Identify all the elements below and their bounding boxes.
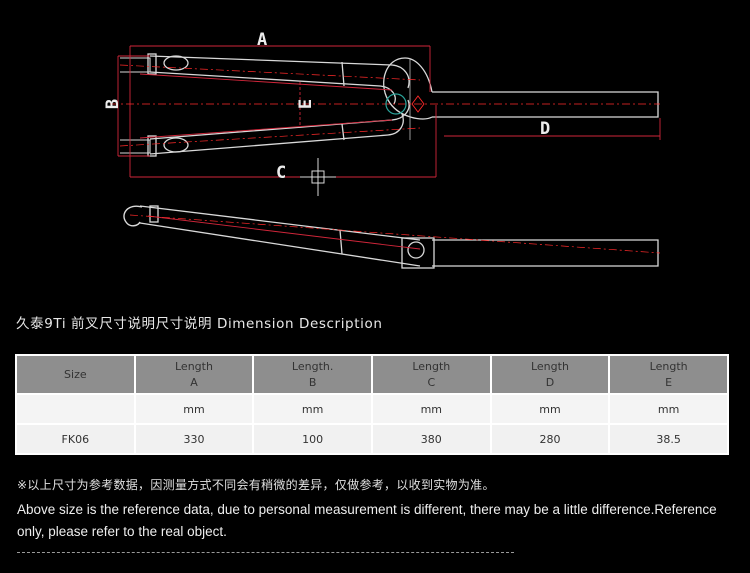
table-row-fk06: FK06 330 100 380 280 38.5	[17, 425, 727, 453]
fork-blade-lower	[149, 99, 410, 140]
label-e: E	[296, 99, 316, 109]
dimension-heading: 久泰9Ti 前叉尺寸说明尺寸说明 Dimension Description	[16, 316, 383, 332]
label-a: A	[257, 30, 267, 50]
table-cell: mm	[372, 395, 490, 423]
label-c: C	[276, 163, 286, 183]
label-b: B	[103, 99, 123, 109]
table-cell: 330	[135, 425, 253, 453]
note-english: Above size is the reference data, due to…	[17, 502, 717, 539]
dimension-line-d	[444, 118, 661, 140]
table-row-units: mm mm mm mm mm	[17, 395, 727, 423]
notes: ※以上尺寸为参考数据，因测量方式不同会有稍微的差异，仅做参考，以收到实物为准。 …	[17, 476, 733, 543]
table-cell: 38.5	[610, 425, 727, 453]
table-cell: 280	[491, 425, 609, 453]
table-cell: FK06	[17, 425, 134, 453]
crown-side	[401, 237, 435, 269]
steerer-tube-top	[432, 91, 659, 118]
fork-leg-side	[139, 205, 421, 267]
header-length-b: Length.B	[254, 356, 371, 393]
table-cell: mm	[491, 395, 609, 423]
dashed-divider	[17, 552, 514, 553]
axle-crosshair	[300, 158, 336, 196]
fork-blade-upper	[149, 55, 410, 89]
table-cell: mm	[254, 395, 371, 423]
table-cell: mm	[135, 395, 253, 423]
table-cell: 380	[372, 425, 490, 453]
dropout-lower	[120, 139, 151, 154]
table-cell: mm	[610, 395, 727, 423]
table-cell: 100	[254, 425, 371, 453]
note-chinese: ※以上尺寸为参考数据，因测量方式不同会有稍微的差异，仅做参考，以收到实物为准。	[17, 478, 495, 492]
dropout-upper	[120, 57, 151, 73]
dropout-side-hook	[123, 205, 143, 227]
dimension-line-a	[129, 45, 431, 177]
label-d: D	[540, 119, 550, 139]
dimension-line-c	[130, 105, 437, 178]
steerer-center-circle	[385, 93, 407, 115]
fork-dimension-drawing: A B C D E	[103, 30, 661, 269]
table-cell	[17, 395, 134, 423]
header-size: Size	[17, 356, 134, 393]
steerer-tube-side	[432, 239, 659, 267]
dimension-box-b	[117, 55, 150, 157]
